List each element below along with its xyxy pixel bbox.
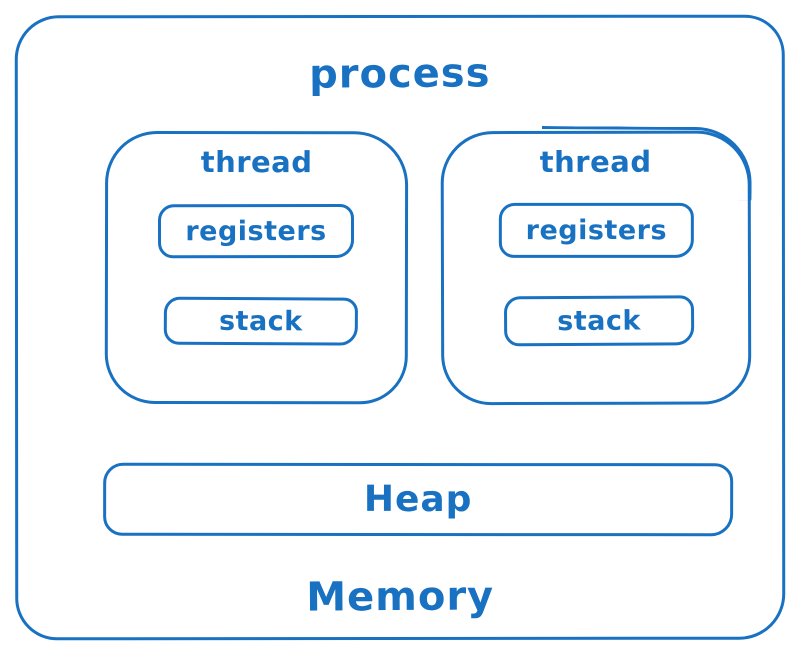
memory-container-box: process thread registers stack thread re… [14,14,786,641]
stack-box-right: stack [503,295,695,347]
thread-box-right: thread registers stack [440,126,752,406]
heap-box: Heap [103,462,734,537]
memory-label: Memory [306,573,495,621]
process-label: process [308,50,491,98]
thread-box-left: thread registers stack [104,130,409,405]
stack-box-left: stack [163,296,358,346]
thread-label-right: thread [539,144,652,179]
registers-box-left: registers [157,203,355,259]
thread-label-left: thread [200,145,313,180]
registers-box-right: registers [498,202,694,258]
